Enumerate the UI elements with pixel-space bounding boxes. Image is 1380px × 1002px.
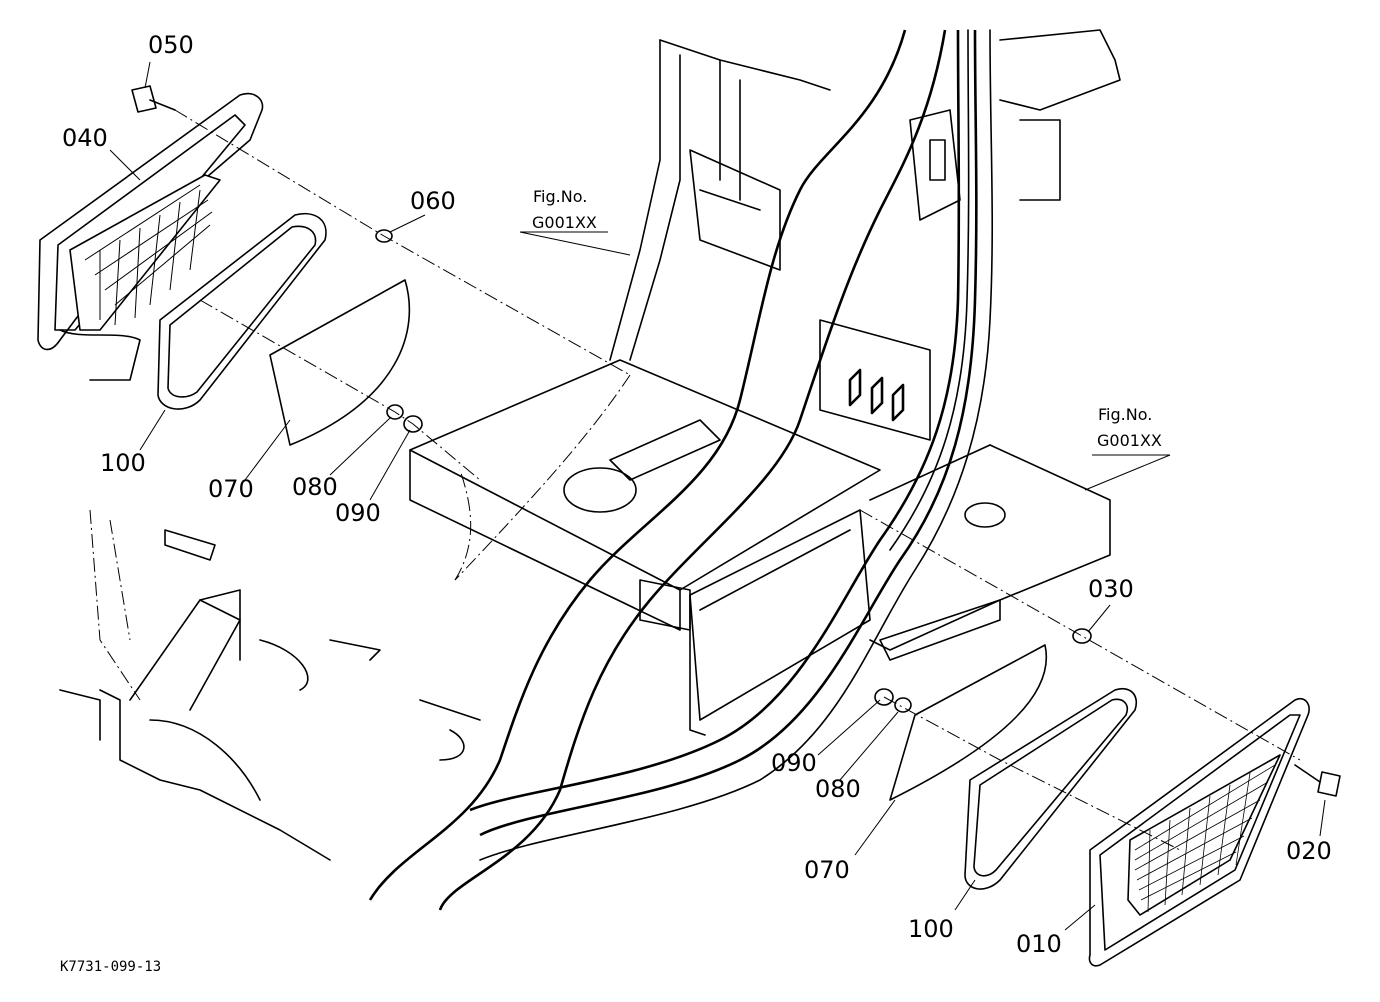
left-vent-grille-040 [37,92,264,381]
part-label-050: 050 [148,31,194,59]
fig-ref-title-2: Fig.No. [1098,405,1152,424]
part-label-070-right: 070 [804,856,850,884]
figure-references: Fig.No. G001XX Fig.No. G001XX [532,187,1162,450]
part-label-010: 010 [1016,930,1062,958]
left-seal-100 [157,213,327,410]
drawing-code: K7731-099-13 [60,959,161,975]
cabin-frame [59,29,1121,911]
part-label-090-left: 090 [335,499,381,527]
fig-ref-title-1: Fig.No. [533,187,587,206]
fig-ref-code-1: G001XX [532,213,597,232]
assembly-lines [174,109,1301,851]
part-label-100-right: 100 [908,915,954,943]
part-label-080-left: 080 [292,473,338,501]
right-vent-grille-010 [1088,697,1310,967]
fig-ref-code-2: G001XX [1097,431,1162,450]
left-filter-070 [269,279,411,446]
left-bolt-050 [131,85,176,113]
right-filter-070 [889,644,1048,801]
part-labels: 050 040 060 100 070 080 090 030 090 080 … [62,31,1332,958]
part-label-030: 030 [1088,575,1134,603]
part-label-080-right: 080 [815,775,861,803]
part-label-100-left: 100 [100,449,146,477]
right-seal-100 [964,688,1137,890]
right-bolt-020 [1294,764,1341,797]
part-label-020: 020 [1286,837,1332,865]
grille-mesh-fine [1134,764,1276,913]
part-label-040: 040 [62,124,108,152]
right-washers [874,628,1092,713]
washer-080-right [894,697,912,713]
washer-030 [1072,628,1092,644]
part-label-060: 060 [410,187,456,215]
leader-lines [109,61,1326,931]
grille-mesh [84,184,213,326]
part-label-070-left: 070 [208,475,254,503]
part-label-090-right: 090 [771,749,817,777]
